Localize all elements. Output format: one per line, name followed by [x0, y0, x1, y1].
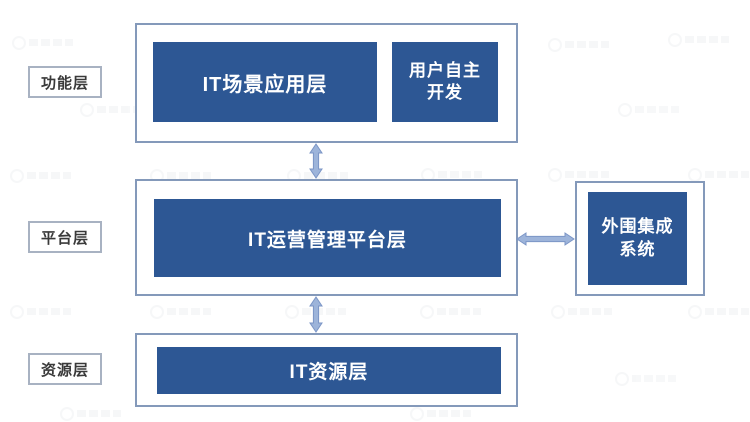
watermark: [618, 103, 680, 117]
box-label-line1: 用户自主: [409, 60, 481, 80]
watermark: [688, 168, 750, 182]
box-label: IT资源层: [289, 362, 369, 383]
it-operation-management-platform-box: IT运营管理平台层: [154, 199, 501, 277]
peripheral-integration-system-box: 外围集成 系统: [588, 192, 687, 285]
watermark: [80, 103, 142, 117]
box-label: IT场景应用层: [202, 73, 328, 96]
watermark: [668, 33, 730, 47]
double-arrow-function-platform-icon: [309, 143, 323, 179]
row-label-text: 资源层: [40, 361, 89, 379]
double-arrow-platform-resource-icon: [309, 296, 323, 333]
row-label-text: 功能层: [40, 74, 89, 92]
watermark: [150, 305, 212, 319]
watermark: [688, 305, 750, 319]
box-label: IT运营管理平台层: [248, 229, 407, 251]
watermark: [420, 305, 482, 319]
user-self-development-box: 用户自主 开发: [392, 42, 498, 122]
watermark: [10, 305, 72, 319]
watermark: [548, 38, 610, 52]
row-label-function-layer: 功能层: [28, 66, 102, 98]
watermark: [551, 305, 613, 319]
watermark: [548, 168, 610, 182]
row-label-platform-layer: 平台层: [28, 221, 102, 253]
watermark: [615, 372, 677, 386]
row-label-resource-layer: 资源层: [28, 353, 102, 385]
watermark: [12, 36, 74, 50]
watermark: [60, 407, 122, 421]
double-arrow-platform-external-icon: [516, 232, 575, 246]
box-label-line2: 开发: [427, 83, 463, 102]
row-label-text: 平台层: [40, 229, 89, 247]
watermark: [10, 169, 72, 183]
it-scenario-application-box: IT场景应用层: [153, 42, 377, 122]
box-label-line1: 外围集成: [601, 216, 674, 236]
box-label-line2: 系统: [619, 239, 656, 259]
watermark: [410, 407, 472, 421]
it-resource-layer-box: IT资源层: [157, 347, 501, 394]
